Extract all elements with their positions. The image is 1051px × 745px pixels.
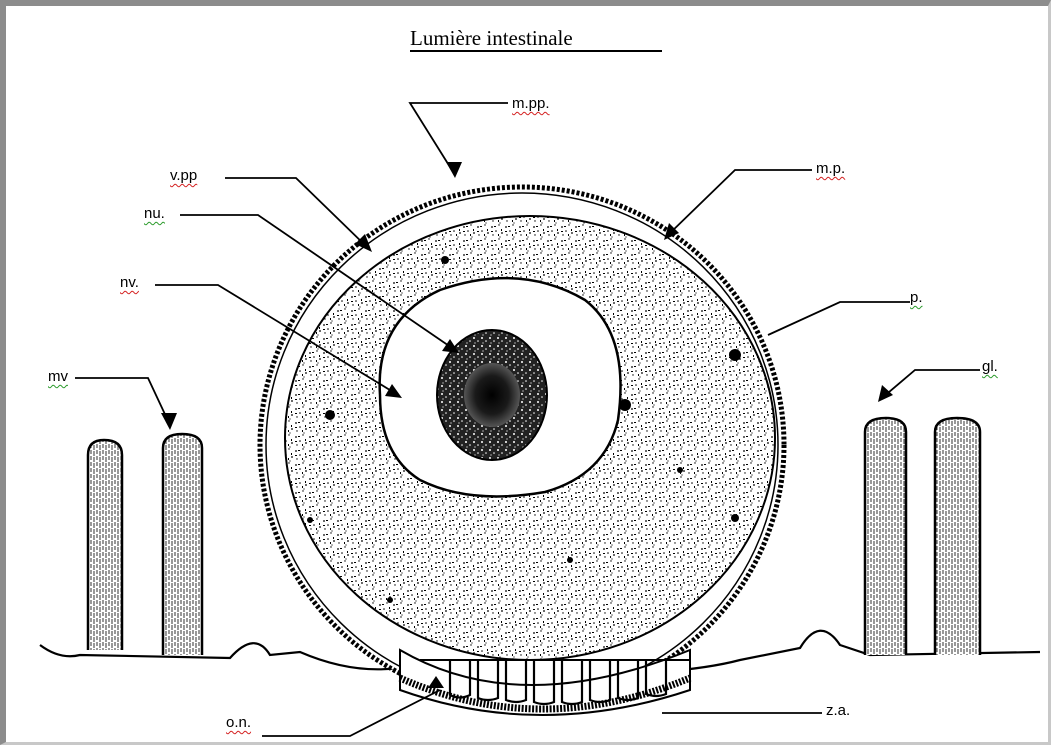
leader-mv xyxy=(75,378,170,425)
label-on: o.n. xyxy=(226,714,251,731)
microvillus-left-1 xyxy=(88,440,122,650)
diagram-title: Lumière intestinale xyxy=(410,26,573,51)
leader-mp xyxy=(668,170,812,235)
label-vpp: v.pp xyxy=(170,167,197,184)
leader-vpp xyxy=(225,178,368,248)
leader-p xyxy=(768,302,910,335)
label-nu: nu. xyxy=(144,205,165,222)
label-mp: m.p. xyxy=(816,160,845,177)
leader-gl xyxy=(882,370,980,398)
label-nv: nv. xyxy=(120,274,139,291)
label-mpp: m.pp. xyxy=(512,95,550,112)
microvillus-right-2 xyxy=(935,418,980,655)
microvillus-left-2 xyxy=(163,434,202,655)
microvillus-right-1 xyxy=(865,418,906,655)
label-gl: gl. xyxy=(982,358,998,375)
leader-on xyxy=(262,690,440,736)
label-za: z.a. xyxy=(826,702,850,719)
label-mv: mv xyxy=(48,368,68,385)
title-underline xyxy=(410,50,662,52)
label-p: p. xyxy=(910,289,923,306)
